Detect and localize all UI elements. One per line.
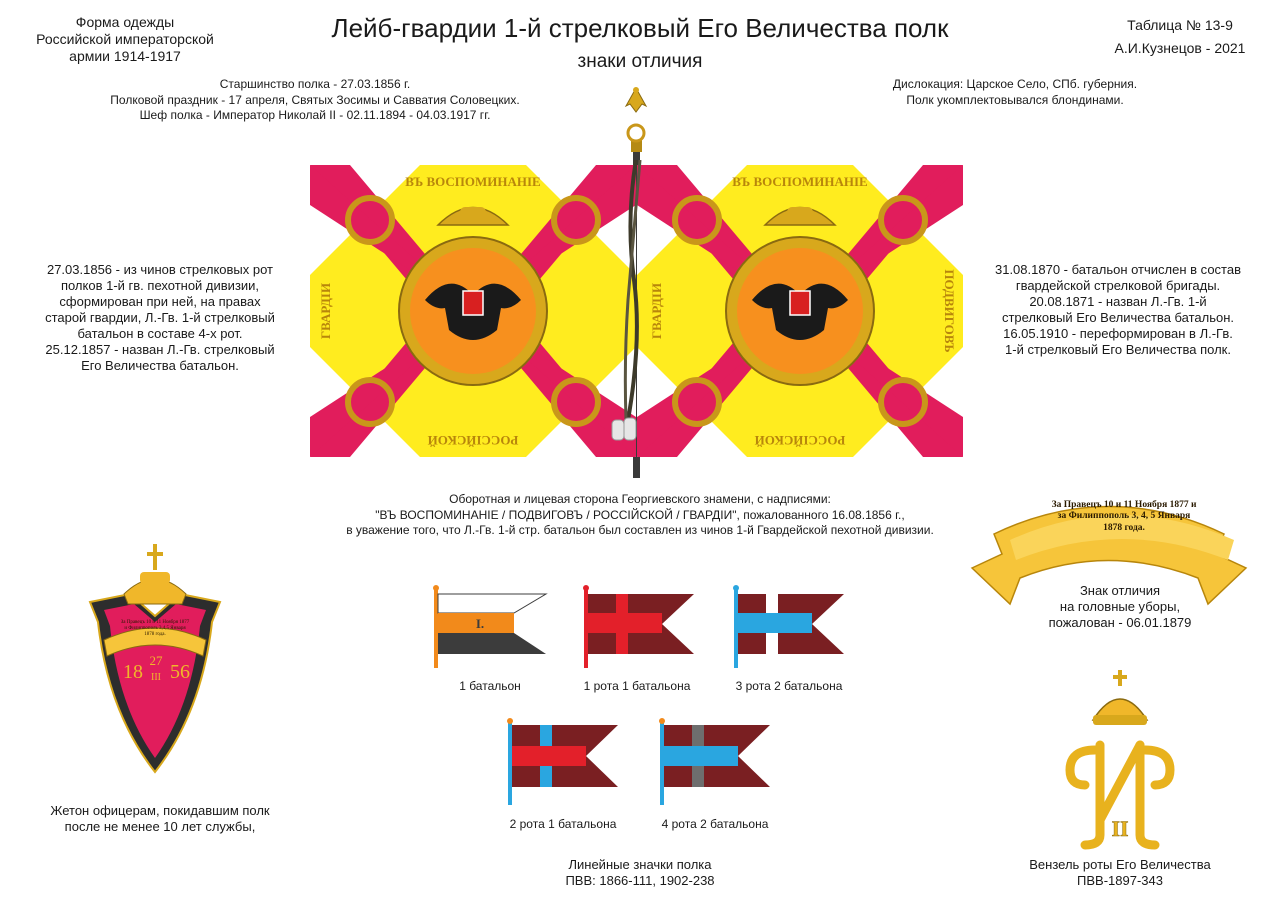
pennant-company-3-bn-2: [733, 585, 844, 668]
pennant-company-2-bn-1: [507, 718, 618, 805]
history-line: полков 1-й гв. пехотной дивизии,: [60, 278, 260, 293]
author-year: А.И.Кузнецов - 2021: [1114, 40, 1246, 56]
pennant-caption: 3 рота 2 батальона: [735, 679, 843, 693]
monogram-caption-line: ПВВ-1897-343: [1077, 873, 1163, 888]
banner-panel-reverse: [310, 165, 636, 457]
banner-caption: Оборотная и лицевая сторона Георгиевског…: [260, 492, 1020, 539]
pennant-company-1-bn-1: [583, 585, 694, 668]
history-line: 27.03.1856 - из чинов стрелковых рот: [46, 262, 274, 277]
history-line: гвардейской стрелковой бригады.: [1015, 278, 1221, 293]
banner-text-bottom-right: РОССIЙСКОЙ: [755, 433, 846, 448]
regiment-info-right: Дислокация: Царское Село, СПб. губерния.…: [880, 77, 1150, 108]
pennants-caption-line: ПВВ: 1866-111, 1902-238: [565, 873, 715, 888]
token-year-left: 18: [123, 661, 143, 683]
pennant-caption: 2 рота 1 батальона: [509, 817, 617, 831]
history-line: 25.12.1857 - назван Л.-Гв. стрелковый: [45, 342, 275, 357]
header-right-block: Таблица № 13-9 А.И.Кузнецов - 2021: [1080, 14, 1280, 60]
monogram-caption-line: Вензель роты Его Величества: [1029, 857, 1211, 872]
header-left-line: Форма одежды: [75, 14, 175, 30]
pennant-battalion-1: I.: [433, 585, 548, 668]
page-subtitle: знаки отличия: [577, 51, 703, 72]
page-title: Лейб-гвардии 1-й стрелковый Его Величест…: [331, 13, 949, 43]
banner-caption-line: "ВЪ ВОСПОМИНАНIЕ / ПОДВИГОВЪ / РОССIЙСКО…: [375, 507, 905, 522]
banner-cords: [611, 159, 642, 441]
banner-staff: [624, 86, 648, 478]
monogram-crown-icon: [1091, 670, 1149, 725]
token-caption-line: Жетон офицерам, покидавшим полк: [50, 803, 270, 818]
monogram-cipher: [1065, 740, 1175, 850]
token-year-right: 56: [170, 661, 190, 683]
history-line: сформирован при ней, на правах: [59, 294, 261, 309]
headdress-caption: Знак отличия на головные уборы, пожалова…: [1010, 583, 1230, 631]
recruitment-text: Полк укомплектовывался блондинами.: [906, 92, 1124, 107]
token-ribbon-line: За Правецъ 10 и 11 Ноября 1877: [121, 620, 190, 625]
pennant-caption: 1 батальон: [459, 679, 521, 693]
history-left: 27.03.1856 - из чинов стрелковых рот пол…: [20, 262, 300, 374]
header-left-line: армии 1914-1917: [69, 48, 181, 64]
monogram-numeral: II: [1111, 816, 1128, 841]
banner-text-side-right: ПОДВИГОВЪ: [942, 269, 957, 352]
banner-caption-line: в уважение того, что Л.-Гв. 1-й стр. бат…: [346, 523, 934, 537]
banner-caption-line: Оборотная и лицевая сторона Георгиевског…: [449, 492, 831, 506]
headdress-caption-line: на головные уборы,: [1059, 599, 1181, 614]
token-year-mid: III: [151, 672, 161, 683]
headdress-ribbon-line: за Филиппополь 3, 4, 5 Января: [1058, 511, 1191, 521]
history-line: старой гвардии, Л.-Гв. 1-й стрелковый: [45, 310, 275, 325]
headdress-ribbon-line: За Правецъ 10 и 11 Ноября 1877 и: [1052, 499, 1197, 510]
seniority-text: Старшинство полка - 27.03.1856 г.: [219, 77, 411, 91]
history-line: Его Величества батальон.: [81, 358, 239, 373]
banner-panel-obverse: [637, 165, 963, 457]
table-number: Таблица № 13-9: [1127, 17, 1233, 33]
history-line: стрелковый Его Величества батальон.: [1001, 310, 1235, 325]
headdress-caption-line: Знак отличия: [1079, 583, 1161, 598]
token-caption-line: после не менее 10 лет службы,: [64, 819, 256, 834]
history-line: 20.08.1871 - назван Л.-Гв. 1-й: [1029, 294, 1207, 309]
history-line: 16.05.1910 - переформирован в Л.-Гв.: [1003, 326, 1233, 341]
banner-text-side-left-a: ГВАРДIИ: [318, 283, 333, 339]
token-ribbon-line: 1878 года.: [144, 632, 166, 637]
headdress-caption-line: пожалован - 06.01.1879: [1048, 615, 1192, 630]
chief-text: Шеф полка - Император Николай II - 02.11…: [139, 108, 491, 122]
holiday-text: Полковой праздник - 17 апреля, Святых Зо…: [110, 92, 520, 107]
token-year-top: 27: [150, 653, 164, 668]
history-line: 31.08.1870 - батальон отчислен в состав: [994, 262, 1241, 277]
token-ribbon-line: и Филиппополь 3,4,5 Января: [124, 626, 186, 631]
history-right: 31.08.1870 - батальон отчислен в состав …: [978, 262, 1258, 358]
pennant-company-4-bn-2: [659, 718, 770, 805]
dislocation-text: Дислокация: Царское Село, СПб. губерния.: [892, 77, 1138, 91]
pennants-caption-line: Линейные значки полка: [568, 857, 712, 872]
banner-text-top-right: ВЪ ВОСПОМИНАНIЕ: [732, 174, 867, 189]
pennant-caption: 1 рота 1 батальона: [583, 679, 691, 693]
pennants-caption: Линейные значки полка ПВВ: 1866-111, 190…: [500, 857, 780, 889]
token-caption: Жетон офицерам, покидавшим полк после не…: [20, 803, 300, 835]
monogram-caption: Вензель роты Его Величества ПВВ-1897-343: [1000, 857, 1240, 889]
headdress-ribbon-line: 1878 года.: [1103, 523, 1145, 533]
pennant-numeral: I.: [476, 616, 484, 631]
header-left-line: Российской императорской: [36, 31, 214, 47]
header-left-block: Форма одежды Российской императорской ар…: [20, 14, 230, 65]
pennant-caption: 4 рота 2 батальона: [661, 817, 769, 831]
banner-text-bottom-left: РОССIЙСКОЙ: [428, 433, 519, 448]
regiment-info-left: Старшинство полка - 27.03.1856 г. Полков…: [60, 77, 570, 124]
history-line: 1-й стрелковый Его Величества полк.: [1005, 342, 1231, 357]
banner-text-top-left: ВЪ ВОСПОМИНАНIЕ: [405, 174, 540, 189]
banner-text-side-left-b: ГВАРДIИ: [649, 283, 664, 339]
history-line: батальон в составе 4-х рот.: [77, 326, 243, 341]
